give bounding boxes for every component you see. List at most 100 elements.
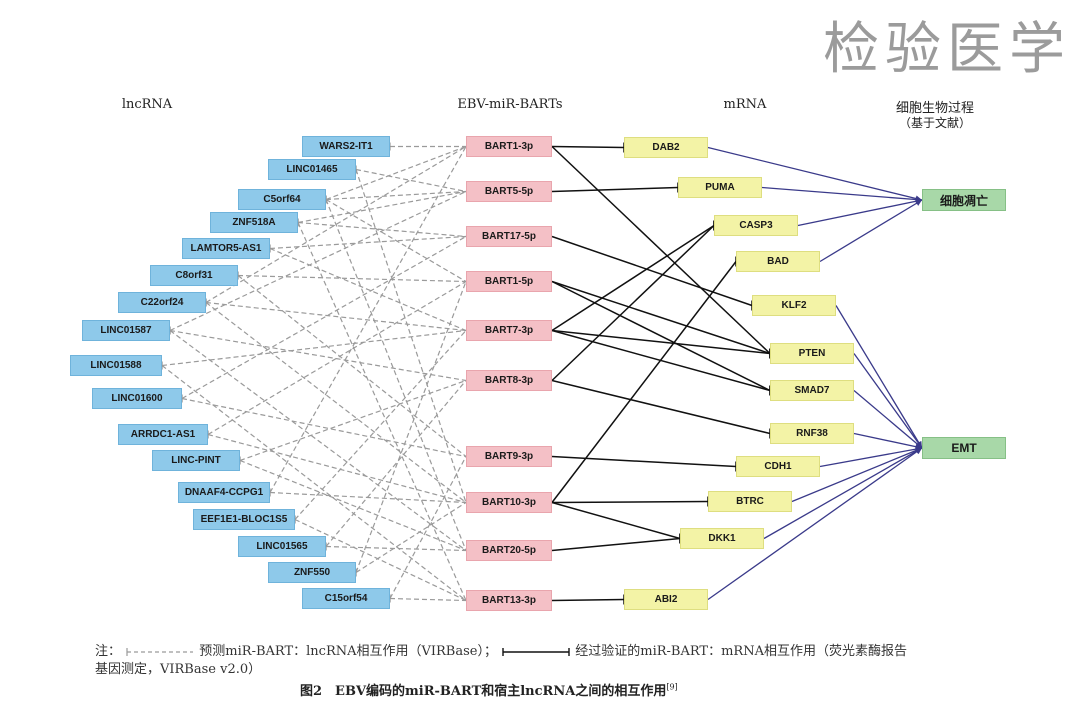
dashed-line-icon [126, 647, 194, 656]
predicted-edge [325, 199, 467, 551]
mrna-node: RNF38 [770, 423, 854, 444]
lncrna-node: EEF1E1-BLOC1S5 [193, 509, 295, 530]
solid-line-icon [502, 647, 570, 656]
mirbart-node: BART10-3p [466, 492, 552, 513]
predicted-edge [389, 456, 467, 599]
mrna-node: DAB2 [624, 137, 708, 158]
predicted-edge [297, 221, 467, 238]
lncrna-node: LAMTOR5-AS1 [182, 238, 270, 259]
lncrna-node: C22orf24 [118, 292, 206, 313]
validated-edge [551, 186, 679, 193]
mrna-node: ABI2 [624, 589, 708, 610]
predicted-edge [294, 330, 467, 520]
validated-edge [551, 224, 715, 332]
mrna-node: PUMA [678, 177, 762, 198]
process-edge [707, 146, 923, 201]
validated-edge [551, 500, 709, 504]
lncrna-node: LINC01600 [92, 388, 182, 409]
header-process: 细胞生物过程 （基于文献） [880, 97, 990, 131]
lncrna-node: LINC-PINT [152, 450, 240, 471]
predicted-edge [325, 380, 467, 547]
predicted-edge [325, 190, 467, 201]
validated-edge [551, 261, 737, 503]
predicted-edge [239, 459, 467, 552]
predicted-edge [269, 235, 467, 250]
mirbart-node: BART9-3p [466, 446, 552, 467]
mirbart-node: BART5-5p [466, 181, 552, 202]
lncrna-node: ZNF518A [210, 212, 298, 233]
validated-edge [551, 224, 715, 382]
validated-edge [551, 145, 771, 355]
legend-line-1: 注： 预测miR-BART：lncRNA相互作用（VIRBase）； 经过验证的… [95, 640, 907, 659]
legend-validated: 经过验证的miR-BART：mRNA相互作用（荧光素酶报告 [575, 644, 907, 659]
process-edge [819, 447, 923, 468]
predicted-edge [297, 190, 467, 224]
mirbart-node: BART8-3p [466, 370, 552, 391]
validated-edge [551, 537, 681, 552]
mrna-node: PTEN [770, 343, 854, 364]
predicted-edge [237, 274, 467, 283]
process-node: 细胞凋亡 [922, 189, 1006, 211]
mrna-node: KLF2 [752, 295, 836, 316]
predicted-edge [181, 397, 467, 458]
mrna-node: SMAD7 [770, 380, 854, 401]
predicted-edge [325, 545, 467, 552]
figure-caption: 图2 EBV编码的miR-BART和宿主lncRNA之间的相互作用[9] [300, 680, 678, 699]
validated-edge [551, 235, 753, 307]
process-edge [853, 390, 923, 449]
validated-edge [551, 329, 771, 355]
predicted-edge [161, 329, 467, 367]
predicted-edge [355, 501, 467, 574]
caption-ref: [9] [666, 682, 678, 692]
process-edge [791, 447, 923, 503]
header-process-line1: 细胞生物过程 [895, 101, 974, 116]
predicted-edge [355, 281, 467, 573]
process-edge [763, 447, 923, 540]
legend-note-label: 注： [95, 644, 122, 659]
predicted-edge [207, 433, 467, 504]
predicted-edge [205, 302, 467, 503]
header-lncrna: lncRNA [121, 97, 173, 112]
process-edge [797, 199, 923, 227]
process-edge [761, 186, 923, 201]
mrna-node: DKK1 [680, 528, 764, 549]
process-edge [819, 199, 923, 263]
predicted-edge [181, 235, 467, 400]
lncrna-node: LINC01565 [238, 536, 326, 557]
process-edge [835, 305, 923, 449]
mirbart-node: BART20-5p [466, 540, 552, 561]
mrna-node: CDH1 [736, 456, 820, 477]
predicted-edge [237, 275, 467, 457]
predicted-edge [169, 330, 467, 551]
predicted-edge [355, 169, 467, 503]
legend-validated-cont: 基因测定，VIRBase v2.0） [95, 662, 262, 677]
predicted-edge [389, 597, 467, 602]
predicted-edge [207, 280, 467, 436]
process-node: EMT [922, 437, 1006, 459]
lncrna-node: ZNF550 [268, 562, 356, 583]
validated-edge [551, 501, 681, 540]
mirbart-node: BART1-5p [466, 271, 552, 292]
predicted-edge [325, 145, 467, 201]
predicted-edge [161, 365, 467, 601]
validated-edge [551, 598, 625, 602]
predicted-edge [269, 247, 467, 332]
process-edge [853, 353, 923, 449]
watermark-text: 检验医学 [823, 17, 1071, 82]
predicted-edge [169, 190, 467, 332]
predicted-edge [297, 222, 467, 601]
lncrna-node: C5orf64 [238, 189, 326, 210]
header-mirbart: EBV-miR-BARTs [457, 97, 563, 112]
predicted-edge [355, 168, 467, 193]
validated-edge [551, 379, 771, 435]
process-edge [707, 447, 923, 601]
mrna-node: CASP3 [714, 215, 798, 236]
validated-edge [551, 280, 771, 392]
predicted-edge [205, 145, 467, 304]
mirbart-node: BART1-3p [466, 136, 552, 157]
lncrna-node: LINC01465 [268, 159, 356, 180]
arrowhead-icon [915, 200, 922, 206]
process-edge [853, 432, 923, 449]
mrna-node: BTRC [708, 491, 792, 512]
lncrna-node: WARS2-IT1 [302, 136, 390, 157]
